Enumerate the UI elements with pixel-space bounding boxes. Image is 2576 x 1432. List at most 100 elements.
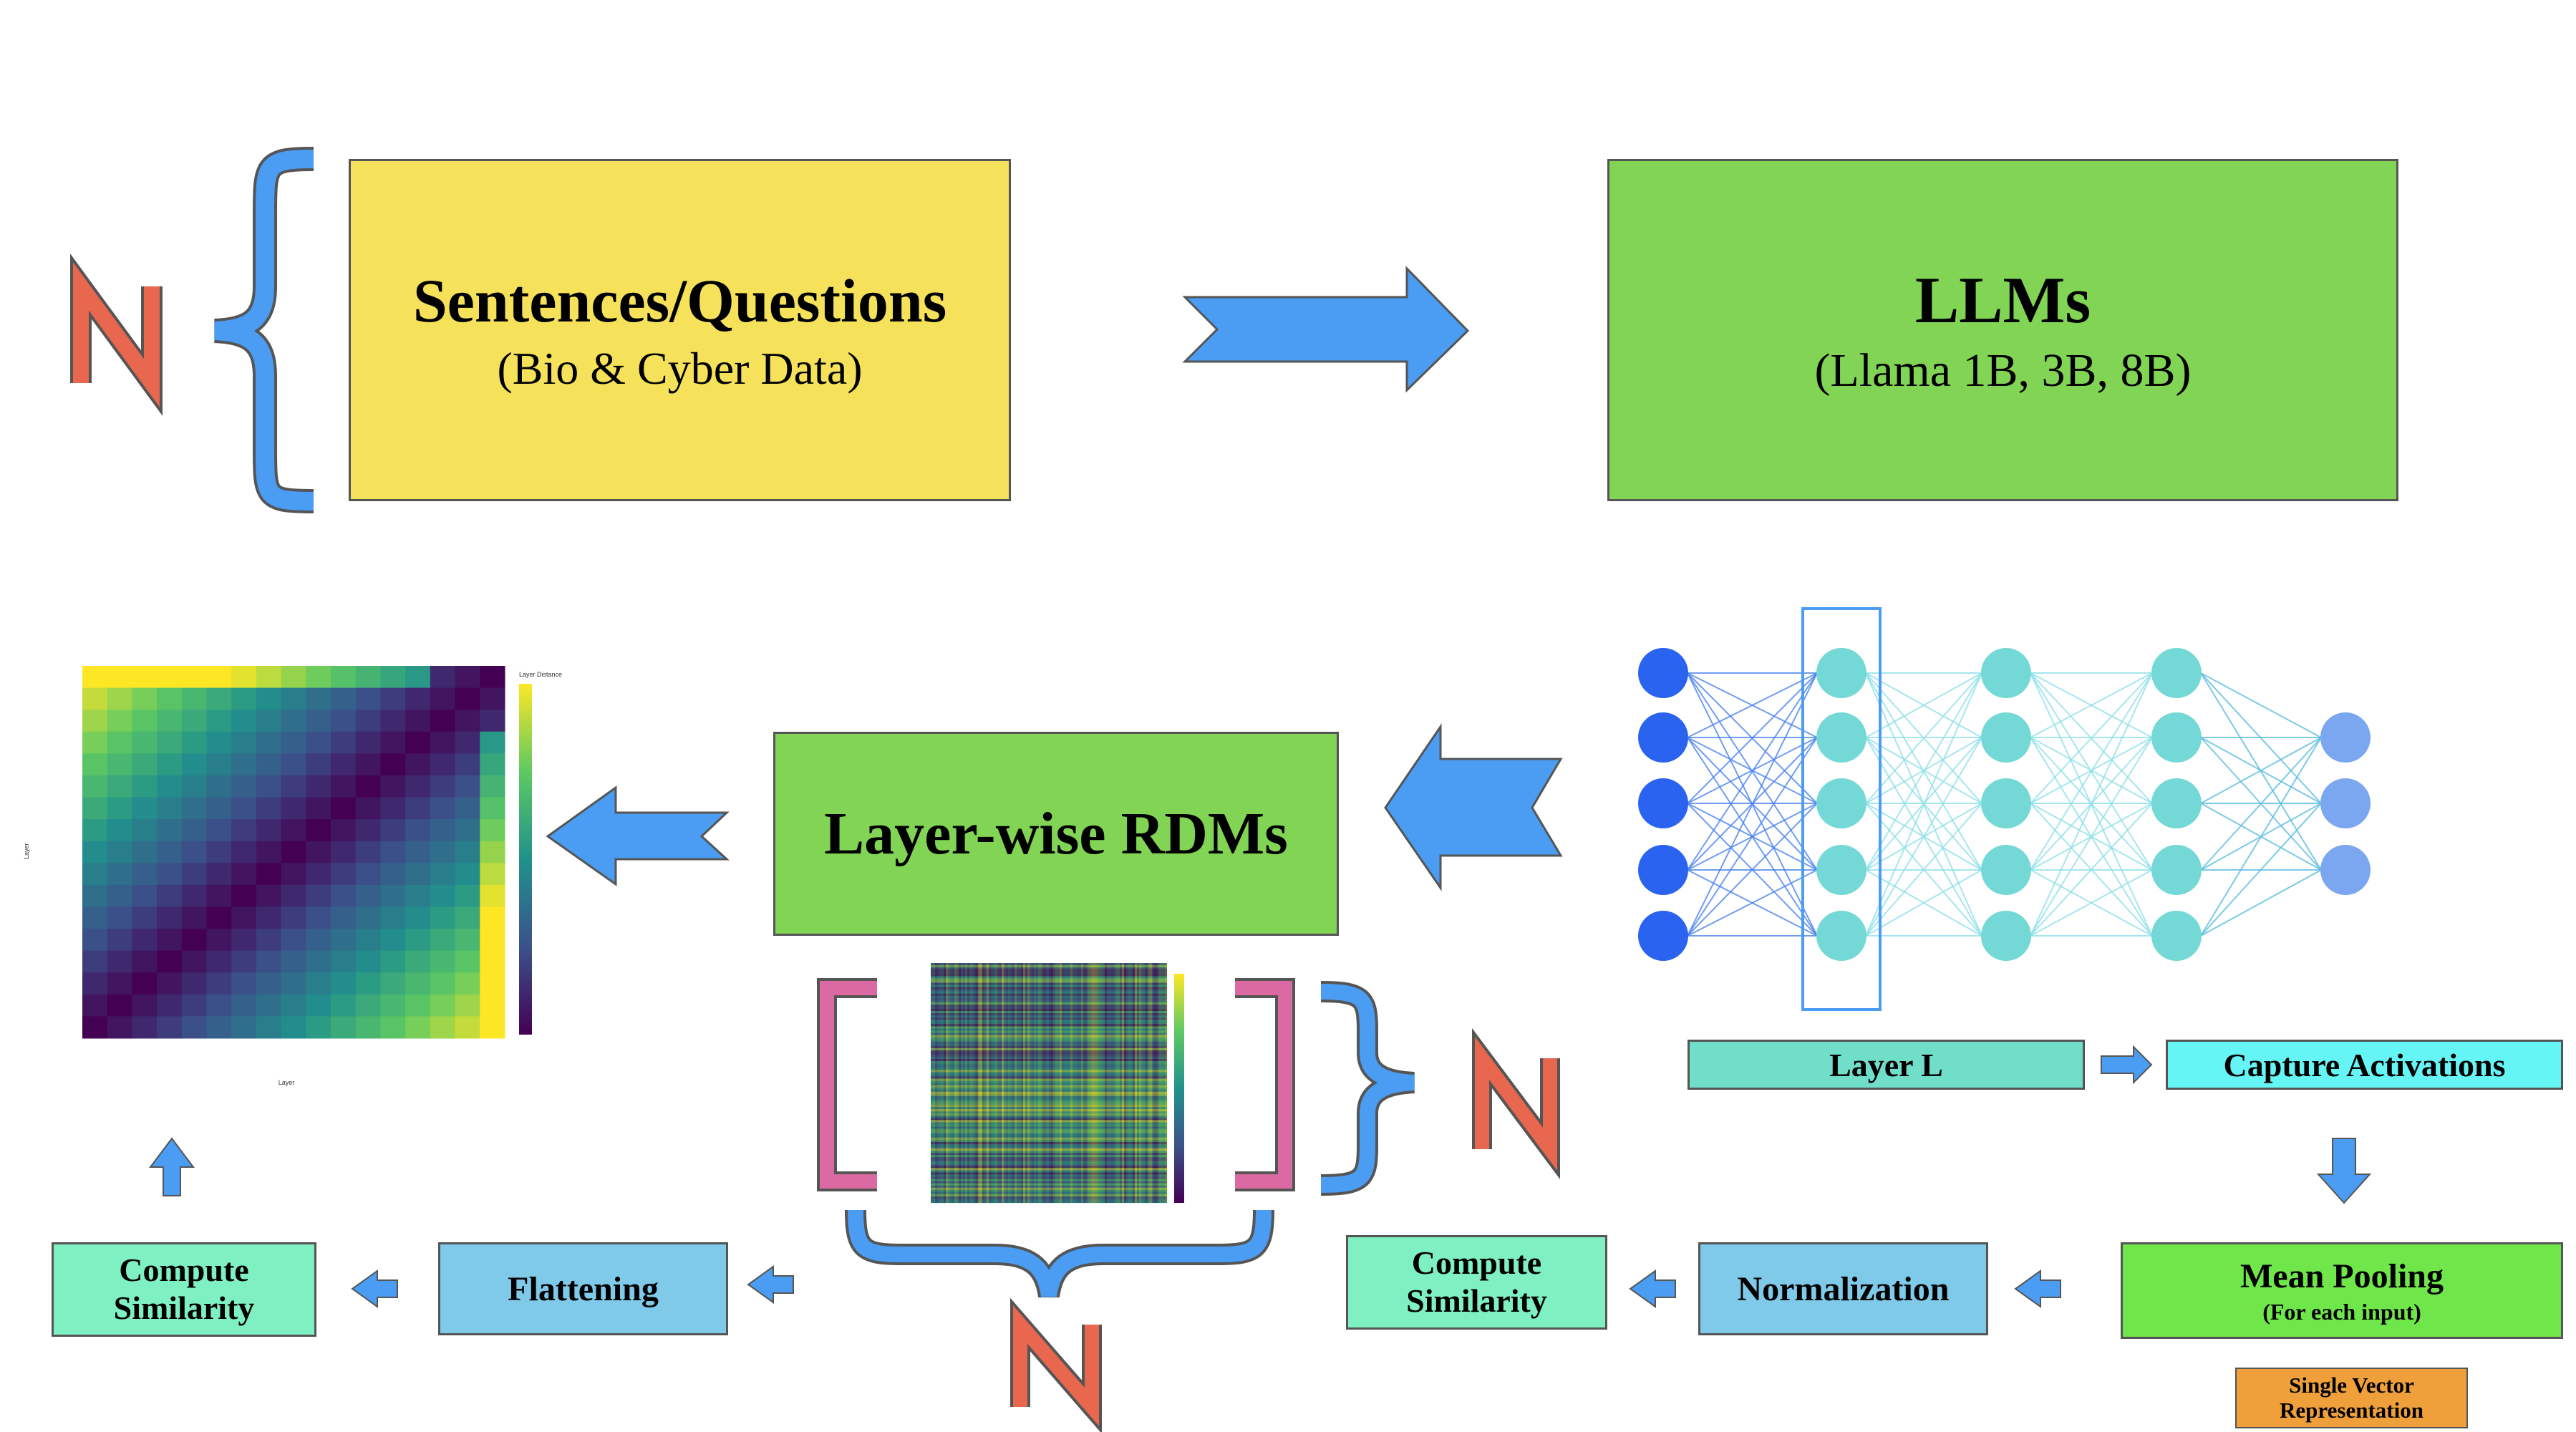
similarity-stripe [931,1120,1167,1123]
heatmap-cell [306,687,331,710]
similarity-stripe [931,1183,1167,1186]
heatmap-cell [206,731,232,754]
compute-similarity-right-box: Compute Similarity [1346,1235,1607,1330]
network-node [2320,712,2371,763]
network-node [1638,845,1688,895]
similarity-stripe [931,1013,1167,1016]
heatmap-cell [181,687,208,710]
llm-subtitle: (Llama 1B, 3B, 8B) [1814,344,2192,397]
compute-similarity-right-label: Compute Similarity [1406,1244,1547,1319]
single-vector-label: Single Vector Representation [2280,1373,2424,1423]
similarity-stripe [1023,963,1026,1203]
network-edge [1865,672,1982,738]
heatmap-cell [206,906,232,929]
similarity-stripe [989,963,992,1203]
similarity-stripe [957,963,959,1203]
heatmap-cell [181,1016,208,1039]
similarity-stripe [931,1113,1167,1116]
input-brace-fill [214,150,314,511]
heatmap-cell [306,710,331,732]
n-letter-cols-fill [1013,1305,1099,1426]
heatmap-cell [380,775,406,798]
heatmap-cell [331,819,357,842]
heatmap-cell [132,950,158,973]
layer-l-box: Layer L [1688,1040,2085,1090]
heatmap-cell [455,972,480,995]
heatmap-cell [455,1016,480,1039]
similarity-stripe [1100,963,1103,1203]
heatmap-cell [281,1016,306,1039]
heatmap-cell [256,929,282,952]
similarity-stripe [982,963,985,1203]
similarity-stripe [931,1048,1167,1051]
similarity-stripe [931,1148,1167,1151]
heatmap-cell [480,929,505,952]
heatmap-cell [132,929,158,952]
similarity-stripe [931,1109,1167,1112]
highlighted-layer-frame [1801,607,1882,1011]
similarity-stripe [931,980,1167,983]
network-edge [1687,803,1818,937]
input-subtitle: (Bio & Cyber Data) [497,343,863,394]
heatmap-cell [306,950,331,973]
similarity-stripe [931,1118,1167,1121]
heatmap-cell [306,819,331,842]
similarity-stripe [1045,963,1047,1203]
heatmap-cell [455,819,480,842]
similarity-stripe [931,965,1167,968]
heatmap-cell [455,731,480,754]
heatmap-cell [405,731,431,754]
similarity-stripe [931,1043,1167,1047]
heatmap-cell [405,819,431,842]
similarity-stripe [1040,963,1043,1203]
heatmap-cell [206,710,232,732]
heatmap-cell [132,710,158,732]
rdm-title: Layer-wise RDMs [824,800,1288,867]
heatmap-cell [380,906,406,929]
network-edge [2030,803,2153,937]
network-node [1638,911,1688,961]
heatmap-cell [132,906,158,929]
heatmap-cell [281,906,306,929]
heatmap-cell [380,666,406,689]
similarity-stripe [972,963,974,1203]
network-edge [1865,737,1982,937]
similarity-stripe [1047,963,1050,1203]
heatmap-cell [206,666,232,689]
flattening-label: Flattening [508,1269,659,1308]
heatmap-cell [107,775,132,798]
heatmap-cell [107,819,132,842]
heatmap-cell [480,775,505,798]
heatmap-cell [405,863,431,886]
similarity-stripe [931,1063,1167,1066]
similarity-stripe [931,1080,1167,1083]
heatmap-cell [480,906,505,929]
network-node [1816,845,1866,895]
heatmap-cell [405,950,431,973]
heatmap-cell [231,884,257,907]
heatmap-cell [430,884,456,907]
similarity-stripe [931,972,1167,974]
similarity-stripe [931,1161,1167,1164]
heatmap-cell [157,906,183,929]
heatmap-cell [82,775,108,798]
arrow-capture-to-pooling [2316,1138,2372,1204]
bracket-right-fill [1235,981,1292,1189]
similarity-stripe [931,963,1167,966]
heatmap-cell [157,972,183,995]
similarity-stripe [931,1035,1167,1037]
heatmap-cell [181,753,208,776]
heatmap-cell [107,906,132,929]
similarity-stripe [931,993,1167,996]
similarity-stripe [1126,963,1129,1203]
similarity-stripe [1062,963,1065,1203]
similarity-stripe [987,963,989,1203]
heatmap-cell [132,972,158,995]
heatmap-cell [480,884,505,907]
similarity-stripe [1135,963,1138,1203]
heatmap-cell [380,994,406,1017]
similarity-stripe [931,1095,1167,1099]
heatmap-cell [256,1016,282,1039]
similarity-stripe [931,1176,1167,1179]
